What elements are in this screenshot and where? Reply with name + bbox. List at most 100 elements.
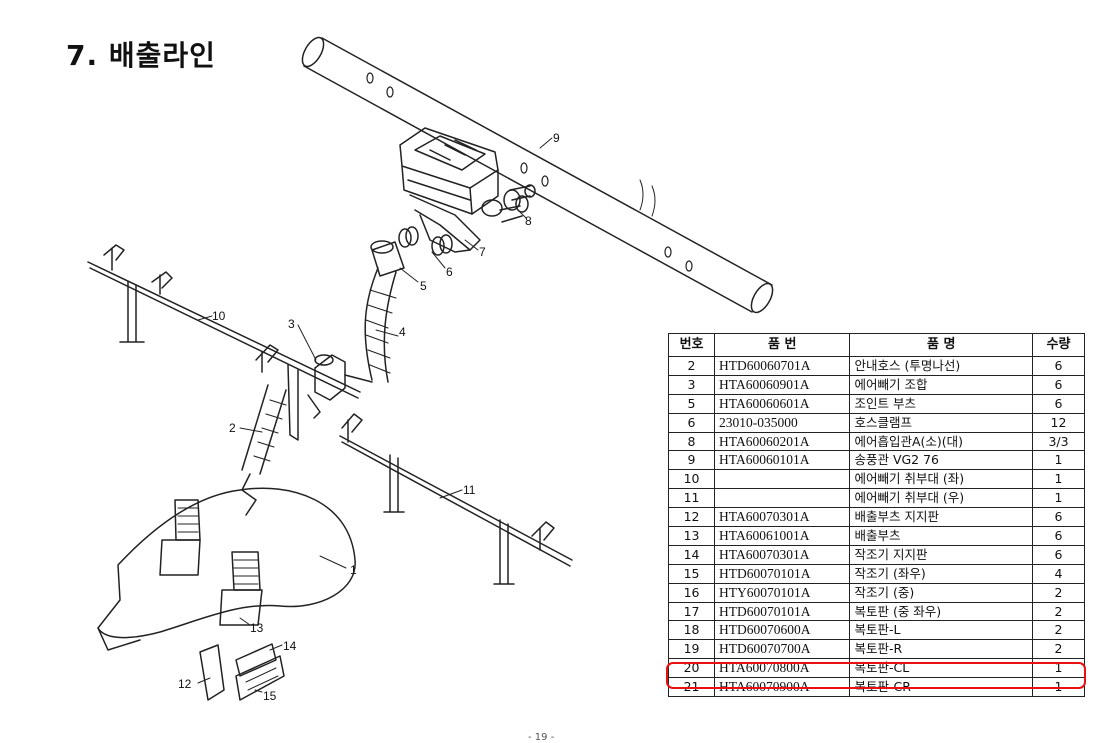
row-part-name: 에어빼기 조합 [849, 374, 1033, 395]
callout-6: 6 [446, 265, 453, 279]
blower-pipe-part-9 [301, 36, 774, 314]
callout-2: 2 [229, 421, 236, 435]
row-quantity: 6 [1032, 544, 1085, 565]
callout-8: 8 [525, 214, 532, 228]
row-part-number [714, 469, 851, 490]
callout-4: 4 [399, 325, 406, 339]
row-number: 15 [667, 563, 716, 584]
row-quantity: 4 [1032, 563, 1085, 584]
row-part-name: 호스클램프 [849, 412, 1033, 433]
discharge-boot-part-13 [159, 499, 263, 626]
row-part-name: 안내호스 (투명나선) [849, 356, 1033, 376]
callout-3: 3 [288, 317, 295, 331]
row-part-name: 에어흡입관A(소)(대) [849, 431, 1033, 452]
row-quantity: 6 [1032, 526, 1085, 546]
row-number: 18 [667, 620, 716, 641]
row-number: 19 [667, 639, 716, 660]
row-number: 3 [667, 374, 716, 395]
row-part-number: HTA60070301A [714, 544, 851, 565]
row-number: 13 [667, 526, 716, 546]
row-quantity: 2 [1032, 620, 1085, 641]
air-release-valve-part-3 [307, 354, 373, 419]
row-quantity: 12 [1032, 412, 1085, 433]
row-part-number: HTY60070101A [714, 582, 851, 603]
callout-7: 7 [479, 245, 486, 259]
callout-9: 9 [553, 131, 560, 145]
header-part-number: 품 번 [714, 333, 851, 357]
mounting-bracket-left-part-10 [87, 244, 361, 441]
cover-plate-part-1 [97, 487, 356, 651]
row-part-number: 23010-035000 [714, 412, 851, 433]
row-part-name: 복토판-R [849, 639, 1033, 660]
table-header-row: 번호 품 번 품 명 수량 [667, 333, 1085, 357]
row-part-number: HTA60060901A [714, 374, 851, 395]
row-number: 14 [667, 544, 716, 565]
row-part-name: 복토판-L [849, 620, 1033, 641]
guide-hose-part-2 [241, 384, 287, 516]
page-title: 7. 배출라인 [66, 39, 216, 72]
row-part-name: 배출부츠 [849, 526, 1033, 546]
row-part-number [714, 488, 851, 509]
row-quantity: 2 [1032, 601, 1085, 622]
row-part-name: 작조기 지지판 [849, 544, 1033, 565]
row-number: 16 [667, 582, 716, 603]
row-part-number: HTA60070301A [714, 507, 851, 528]
row-quantity: 6 [1032, 356, 1085, 376]
row-quantity: 1 [1032, 488, 1085, 509]
row-part-number: HTA60060101A [714, 450, 851, 471]
row-part-name: 송풍관 VG2 76 [849, 450, 1033, 471]
row-number: 9 [667, 450, 716, 471]
row-part-name: 에어빼기 취부대 (우) [849, 488, 1033, 509]
callout-14: 14 [283, 639, 297, 653]
header-part-name: 품 명 [849, 333, 1033, 357]
row-part-name: 작조기 (중) [849, 582, 1033, 603]
row-quantity: 2 [1032, 582, 1085, 603]
boot-support-plate-part-12 [199, 644, 225, 701]
row-quantity: 1 [1032, 450, 1085, 471]
mounting-bracket-right-part-11 [339, 413, 573, 585]
row-part-name: 조인트 부츠 [849, 393, 1033, 414]
row-number: 8 [667, 431, 716, 452]
table-row: 11 에어빼기 취부대 (우)1 [667, 488, 1085, 509]
row-part-name: 배출부츠 지지판 [849, 507, 1033, 528]
planter-support-plate-part-14 [235, 643, 277, 677]
callout-10: 10 [212, 309, 226, 323]
air-release-assembly-part-7 [399, 127, 521, 253]
callout-13: 13 [250, 621, 264, 635]
spiral-hose-part-4 [364, 267, 397, 383]
row-part-number: HTA60060201A [714, 431, 851, 452]
callout-1: 1 [350, 563, 357, 577]
row-quantity: 2 [1032, 639, 1085, 660]
row-number: 11 [667, 488, 716, 509]
callout-12: 12 [178, 677, 192, 691]
row-number: 5 [667, 393, 716, 414]
row-part-number: HTD60070101A [714, 601, 851, 622]
row-part-number: HTA60060601A [714, 393, 851, 414]
air-intake-pipe-part-8 [499, 184, 536, 223]
row-part-number: HTA60061001A [714, 526, 851, 546]
row-part-name: 에어빼기 취부대 (좌) [849, 469, 1033, 490]
row-part-name: 복토판 (중 좌우) [849, 601, 1033, 622]
callout-5: 5 [420, 279, 427, 293]
row-highlight-box [666, 662, 1086, 689]
row-number: 12 [667, 507, 716, 528]
header-number: 번호 [667, 333, 716, 357]
row-quantity: 6 [1032, 507, 1085, 528]
leader-lines [197, 137, 553, 693]
row-number: 10 [667, 469, 716, 490]
row-number: 6 [667, 412, 716, 433]
planter-part-15 [235, 655, 285, 701]
